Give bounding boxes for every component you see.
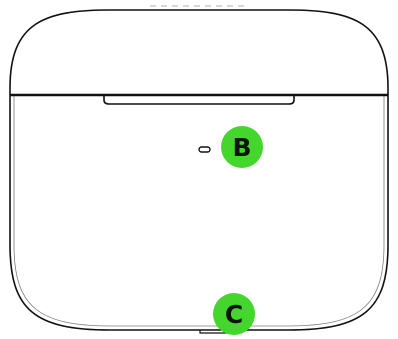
callout-b-circle [221,126,263,168]
callout-b-text: B [232,132,252,162]
callout-c-label: C [213,293,255,335]
case-inner-contour [13,95,385,327]
case-lid-notch [103,96,295,105]
callout-c-circle [213,293,255,335]
status-led-icon [198,146,211,153]
callout-c-text: C [224,299,244,329]
case-body-outline [9,95,389,331]
case-lid-outline [9,9,389,95]
callout-b-label: B [221,126,263,168]
